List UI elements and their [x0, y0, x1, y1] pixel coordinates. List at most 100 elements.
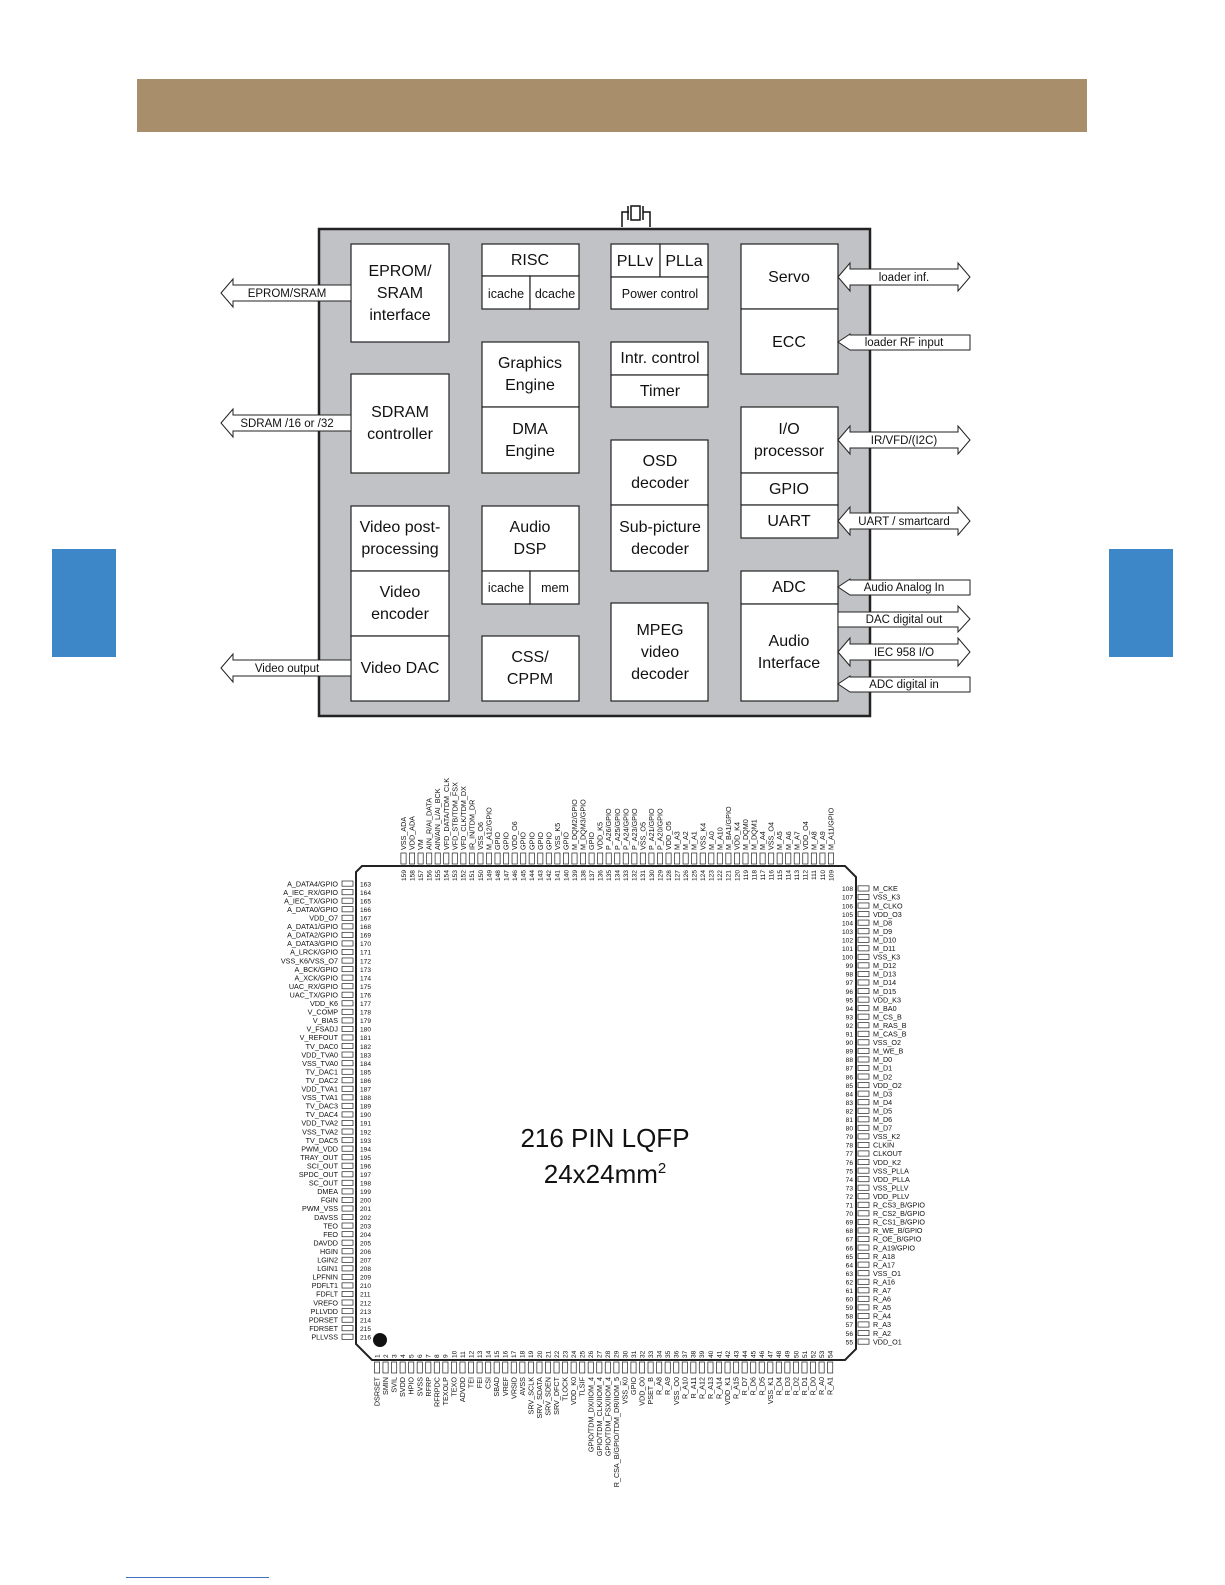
pin-pad-left	[341, 1154, 354, 1161]
dma-block	[481, 406, 580, 474]
pin-name-bottom: R_CSA_B/GPIO/TDM_DR/IIOM_5	[612, 1377, 621, 1487]
pin-number-left: 178	[360, 1010, 371, 1017]
pin-number-left: 202	[360, 1215, 371, 1222]
pin-pad-bottom	[425, 1361, 432, 1374]
pin-number-bottom: 30	[622, 1350, 629, 1358]
pin-name-left: VDD_TVA1	[301, 1085, 338, 1094]
pin-number-top: 136	[597, 870, 604, 881]
pin-name-left: TV_DAC3	[306, 1102, 338, 1111]
pin-name-top: P_A21/GPIO	[647, 808, 656, 850]
pin-number-top: 116	[768, 870, 775, 881]
pin-number-top: 156	[426, 870, 433, 881]
pin-name-bottom: R_D1	[800, 1377, 809, 1395]
pin-name-right: M_D6	[873, 1115, 892, 1124]
loader-inf-signal: loader inf.	[879, 272, 930, 284]
pin-name-top: GPIO	[527, 832, 536, 850]
pin-name-bottom: VREF	[501, 1376, 510, 1396]
pin-pad-bottom	[698, 1361, 705, 1374]
pin-number-bottom: 47	[768, 1350, 775, 1358]
pin-pad-top	[426, 852, 433, 865]
pin-name-left: A_BCK/GPIO	[294, 965, 338, 974]
pin-pad-top	[554, 852, 561, 865]
pin-pad-bottom	[451, 1361, 457, 1374]
pin-name-top: VM	[416, 839, 425, 850]
pin-number-right: 95	[846, 997, 854, 1004]
pin-pad-top	[537, 852, 544, 865]
pin-number-left: 213	[360, 1309, 371, 1316]
pin-pad-left	[341, 931, 354, 938]
pin-name-bottom: R_A14	[715, 1377, 724, 1399]
pin-pad-bottom	[613, 1361, 620, 1374]
pin-number-top: 134	[615, 870, 622, 881]
pin-name-right: M_D15	[873, 987, 896, 996]
pin-pad-right	[857, 1022, 870, 1029]
pin-pad-left	[341, 1291, 354, 1297]
pin-number-top: 109	[828, 870, 835, 881]
pin-pad-bottom	[596, 1361, 603, 1374]
header-bar	[137, 79, 1087, 132]
pin-name-left: A_LRCK/GPIO	[290, 948, 338, 957]
pin-name-bottom: R_A13	[706, 1377, 715, 1399]
pin-pad-right	[857, 1013, 870, 1020]
pin-name-right: R_A7	[873, 1286, 891, 1295]
ir-vfd-arrow	[837, 424, 971, 456]
pin-number-top: 126	[683, 870, 690, 881]
pin-number-left: 174	[360, 975, 371, 982]
pin-pad-bottom	[587, 1361, 594, 1374]
pin-name-right: R_A5	[873, 1303, 891, 1312]
pin-pad-right	[857, 911, 870, 918]
eprom-sram-signal: EPROM/SRAM	[248, 288, 327, 300]
pin-name-top: VDD_K4	[732, 822, 741, 850]
pin-number-right: 76	[846, 1160, 854, 1167]
pin-number-bottom: 10	[451, 1350, 458, 1358]
loader-rf-arrow	[837, 333, 971, 351]
pin-name-top: M_A10	[715, 827, 724, 850]
pin-name-bottom: VSS_O0	[672, 1377, 681, 1405]
pin-name-top: VDD_O5	[664, 821, 673, 850]
pin-name-top: VDD_O6	[510, 821, 519, 850]
pin-pad-right	[857, 1236, 870, 1242]
pin-pad-top	[511, 852, 518, 865]
pin-name-left: DMEA	[317, 1187, 338, 1196]
pin-name-top: M_BA1/GPIO	[724, 806, 733, 850]
pin-name-bottom: SVSS	[415, 1377, 424, 1396]
pin-pad-top	[819, 852, 826, 865]
pin-number-top: 120	[734, 870, 741, 881]
pin-number-top: 159	[401, 870, 408, 881]
pin-pad-bottom	[741, 1361, 748, 1374]
pin-pad-top	[417, 852, 424, 865]
pin-pad-bottom	[707, 1361, 714, 1374]
pin-pad-right	[857, 1338, 870, 1345]
pin-number-top: 149	[486, 870, 493, 881]
pin-pad-right	[857, 1304, 870, 1311]
pin-pad-bottom	[562, 1361, 569, 1374]
pin-number-right: 107	[842, 895, 853, 902]
pin-number-right: 55	[846, 1339, 854, 1346]
pin-name-bottom: R_A15	[732, 1377, 741, 1399]
pin-number-right: 106	[842, 903, 853, 910]
pin-name-left: VDD_K6	[310, 999, 338, 1008]
pin-pad-bottom	[553, 1361, 560, 1374]
pin-pad-right	[857, 1124, 870, 1131]
eprom-sram-arrow	[220, 277, 352, 309]
pin-pad-top	[503, 852, 510, 865]
pin-name-right: VDD_K2	[873, 1158, 901, 1167]
adc-digital-arrow	[837, 675, 971, 693]
pin-pad-left	[341, 1282, 354, 1289]
pin-pad-left	[341, 1325, 354, 1332]
pin-pad-left	[341, 914, 354, 921]
pin-number-right: 70	[846, 1211, 854, 1218]
risc-dcache-block	[529, 275, 580, 310]
pin-pad-left	[341, 1171, 354, 1178]
pin-number-right: 90	[846, 1040, 854, 1047]
pin-name-left: A_XCK/GPIO	[294, 973, 338, 982]
video-post-label: Video post-processing	[360, 519, 441, 558]
pin-pad-bottom	[570, 1361, 577, 1374]
pin-pad-right	[857, 953, 870, 960]
risc-dcache-label: dcache	[535, 287, 575, 301]
pin-name-bottom: RFRPDC	[432, 1377, 441, 1407]
pin-number-top: 145	[521, 870, 528, 881]
pin-pad-top	[614, 852, 621, 865]
pin-name-bottom: R_A11	[689, 1377, 698, 1398]
